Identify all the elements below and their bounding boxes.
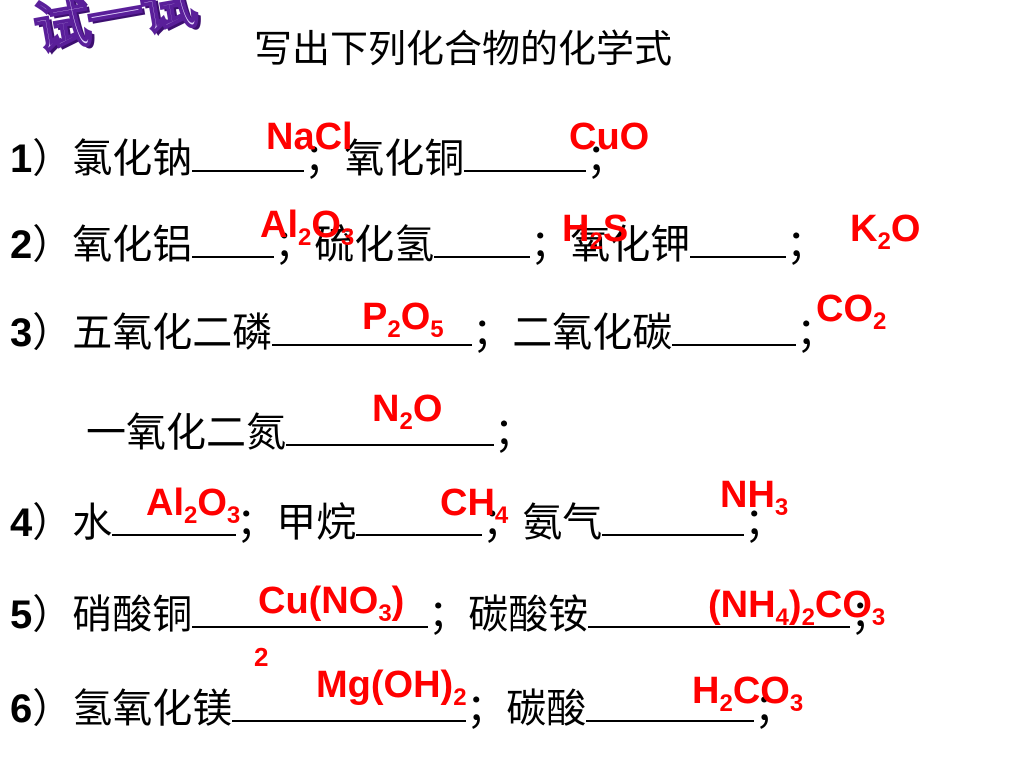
- answer-p2o5: P2O5: [362, 296, 444, 343]
- answer-n2o: N2O: [372, 388, 443, 435]
- answer-blank: [192, 222, 275, 258]
- row-prompt: ；二氧化碳: [472, 310, 673, 356]
- answer-nh4co3: (NH4)2CO3: [708, 584, 886, 631]
- page-title: 写出下列化合物的化学式: [254, 27, 673, 71]
- row-prompt: ；氧化铜: [304, 136, 465, 182]
- answer-blank: [602, 500, 745, 536]
- row-prompt: ）氢氧化镁: [32, 686, 233, 732]
- answer-blank: [672, 310, 797, 346]
- row-number: 5: [10, 593, 33, 637]
- try-it-logo: 试一试: [28, 0, 201, 64]
- row-prompt: ；碳酸铵: [428, 592, 589, 638]
- exercise-row-5: 5）硝酸铜 ；碳酸铵 ；: [10, 592, 890, 635]
- row-prompt: ）五氧化二磷: [32, 310, 273, 356]
- row-prompt: ；氧化钾: [530, 222, 691, 268]
- answer-nh3: NH3: [720, 474, 789, 521]
- row-prompt: ；碳酸: [466, 686, 587, 732]
- row-end: ；: [850, 592, 891, 638]
- answer-cuno3-subscript: 2: [254, 642, 269, 672]
- answer-blank: [192, 592, 429, 628]
- answer-mgoh2: Mg(OH)2: [316, 664, 467, 711]
- answer-blank: [586, 686, 755, 722]
- row-number: 6: [10, 687, 33, 731]
- answer-cuo: CuO: [569, 116, 650, 158]
- answer-blank: [690, 222, 787, 258]
- row-prompt: 一氧化二氮: [86, 410, 286, 456]
- answer-h2co3: H2CO3: [692, 670, 804, 717]
- exercise-row-3: 3）五氧化二磷 ；二氧化碳 ；: [10, 310, 836, 353]
- row-prompt: ）水: [32, 500, 113, 546]
- answer-h2s: H2S: [562, 208, 629, 255]
- answer-blank: [286, 410, 494, 446]
- answer-blank: [192, 136, 305, 172]
- exercise-row-4: 4）水 ；甲烷 ；氨气 ；: [10, 500, 784, 543]
- row-prompt: ）氧化铝: [32, 222, 193, 268]
- row-end: ；: [796, 310, 837, 356]
- answer-blank: [232, 686, 467, 722]
- row-end: ；: [744, 500, 785, 546]
- answer-k2o: K2O: [850, 208, 921, 255]
- row-prompt: ；氨气: [482, 500, 603, 546]
- answer-blank: [112, 500, 237, 536]
- row-end: ；: [786, 222, 827, 268]
- answer-nacl: NaCl: [266, 116, 353, 158]
- answer-blank: [272, 310, 473, 346]
- row-prompt: ）硝酸铜: [32, 592, 193, 638]
- exercise-row-6: 6）氢氧化镁 ；碳酸 ；: [10, 686, 794, 729]
- answer-blank: [588, 592, 851, 628]
- row-prompt: ；甲烷: [236, 500, 357, 546]
- row-number: 1: [10, 137, 33, 181]
- row-end: ；: [586, 136, 627, 182]
- row-number: 3: [10, 311, 33, 355]
- row-prompt: ；硫化氢: [274, 222, 435, 268]
- answer-ch4: CH4: [440, 482, 509, 529]
- answer-water: Al2O3: [146, 482, 241, 529]
- answer-blank: [356, 500, 483, 536]
- row-end: ；: [494, 410, 534, 456]
- exercise-row-2: 2）氧化铝 ；硫化氢 ；氧化钾 ；: [10, 222, 826, 265]
- exercise-row-1: 1）氯化钠 ；氧化铜 ；: [10, 136, 626, 179]
- answer-blank: [464, 136, 587, 172]
- row-number: 2: [10, 223, 33, 267]
- answer-cuno3: Cu(NO3): [258, 580, 405, 627]
- answer-blank: [434, 222, 531, 258]
- exercise-row-3b: 一氧化二氮 ；: [86, 410, 534, 453]
- row-prompt: ）氯化钠: [32, 136, 193, 182]
- answer-al2o3: Al2O3: [260, 204, 355, 251]
- answer-co2: CO2: [816, 288, 887, 335]
- row-end: ；: [754, 686, 795, 732]
- row-number: 4: [10, 501, 33, 545]
